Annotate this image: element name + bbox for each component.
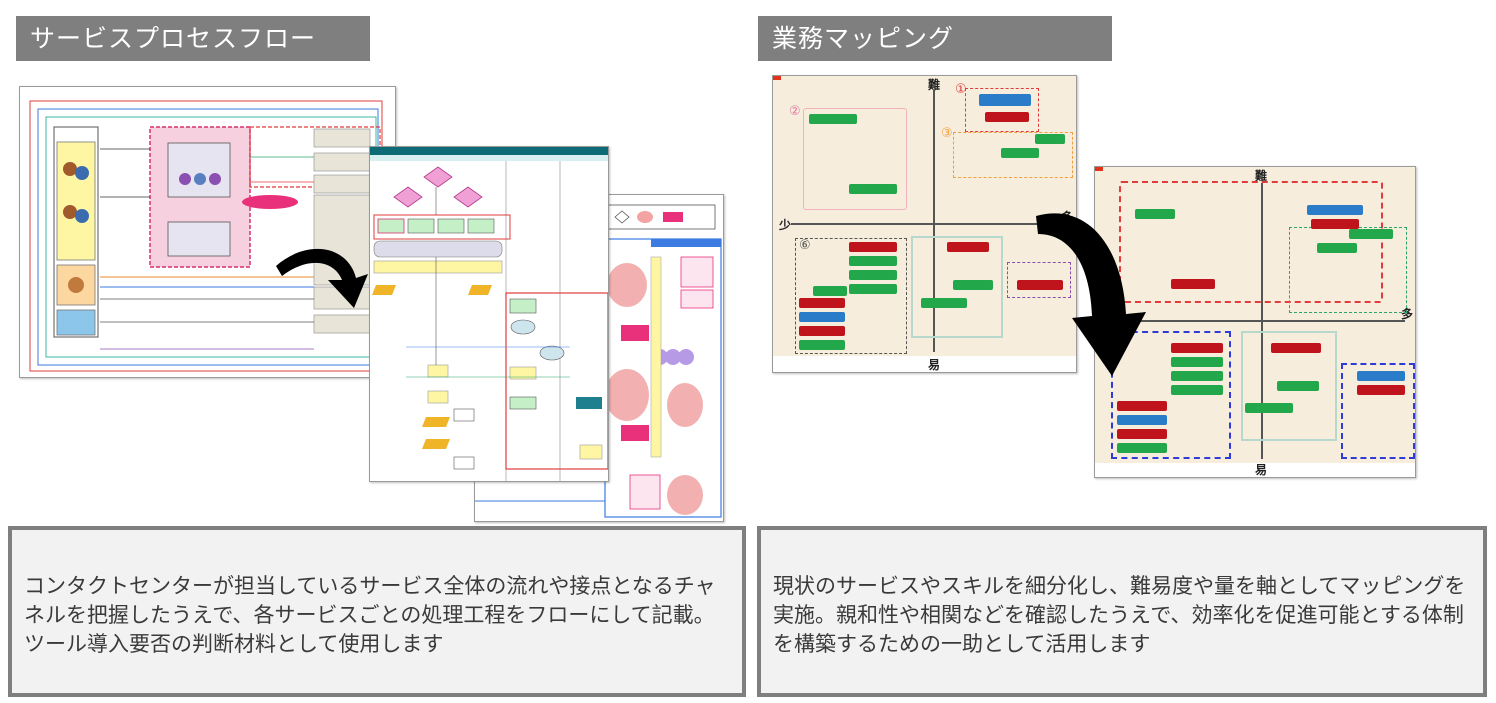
transition-arrow-right — [1036, 213, 1146, 376]
detail-flow-diagram-1 — [370, 147, 608, 481]
mapping-after-thumbnail: 難 易 多 — [1094, 166, 1416, 478]
horizontal-axis — [791, 223, 1073, 225]
marker-1: ① — [955, 82, 967, 97]
service-process-flow-title: サービスプロセスフロー — [16, 16, 370, 61]
vertical-axis — [933, 90, 935, 352]
detail-flow-diagram-2 — [475, 204, 722, 518]
axis-top-label: 難 — [928, 78, 941, 92]
axis-bottom-label: 易 — [928, 358, 941, 372]
detail-flow-thumbnail-1 — [369, 146, 609, 482]
mapping-before-thumbnail: 難 易 少 多 ① ② ③ ⑥ — [772, 75, 1077, 373]
overall-flow-diagram — [29, 100, 383, 372]
horizontal-axis — [1115, 320, 1405, 322]
marker-3: ③ — [941, 126, 953, 141]
service-process-flow-description: コンタクトセンターが担当しているサービス全体の流れや接点となるチャネルを把握した… — [8, 526, 746, 697]
axis-bottom-label: 易 — [1255, 463, 1268, 477]
business-mapping-title: 業務マッピング — [758, 16, 1112, 61]
business-mapping-description: 現状のサービスやスキルを細分化し、難易度や量を軸としてマッピングを実施。親和性や… — [757, 526, 1487, 697]
overall-flow-thumbnail — [19, 86, 396, 378]
axis-left-label: 少 — [779, 218, 792, 232]
axis-right-label: 多 — [1401, 307, 1414, 321]
marker-6: ⑥ — [799, 238, 811, 253]
transition-arrow-left — [276, 248, 368, 308]
marker-2: ② — [789, 104, 801, 119]
axis-top-label: 難 — [1255, 169, 1268, 183]
